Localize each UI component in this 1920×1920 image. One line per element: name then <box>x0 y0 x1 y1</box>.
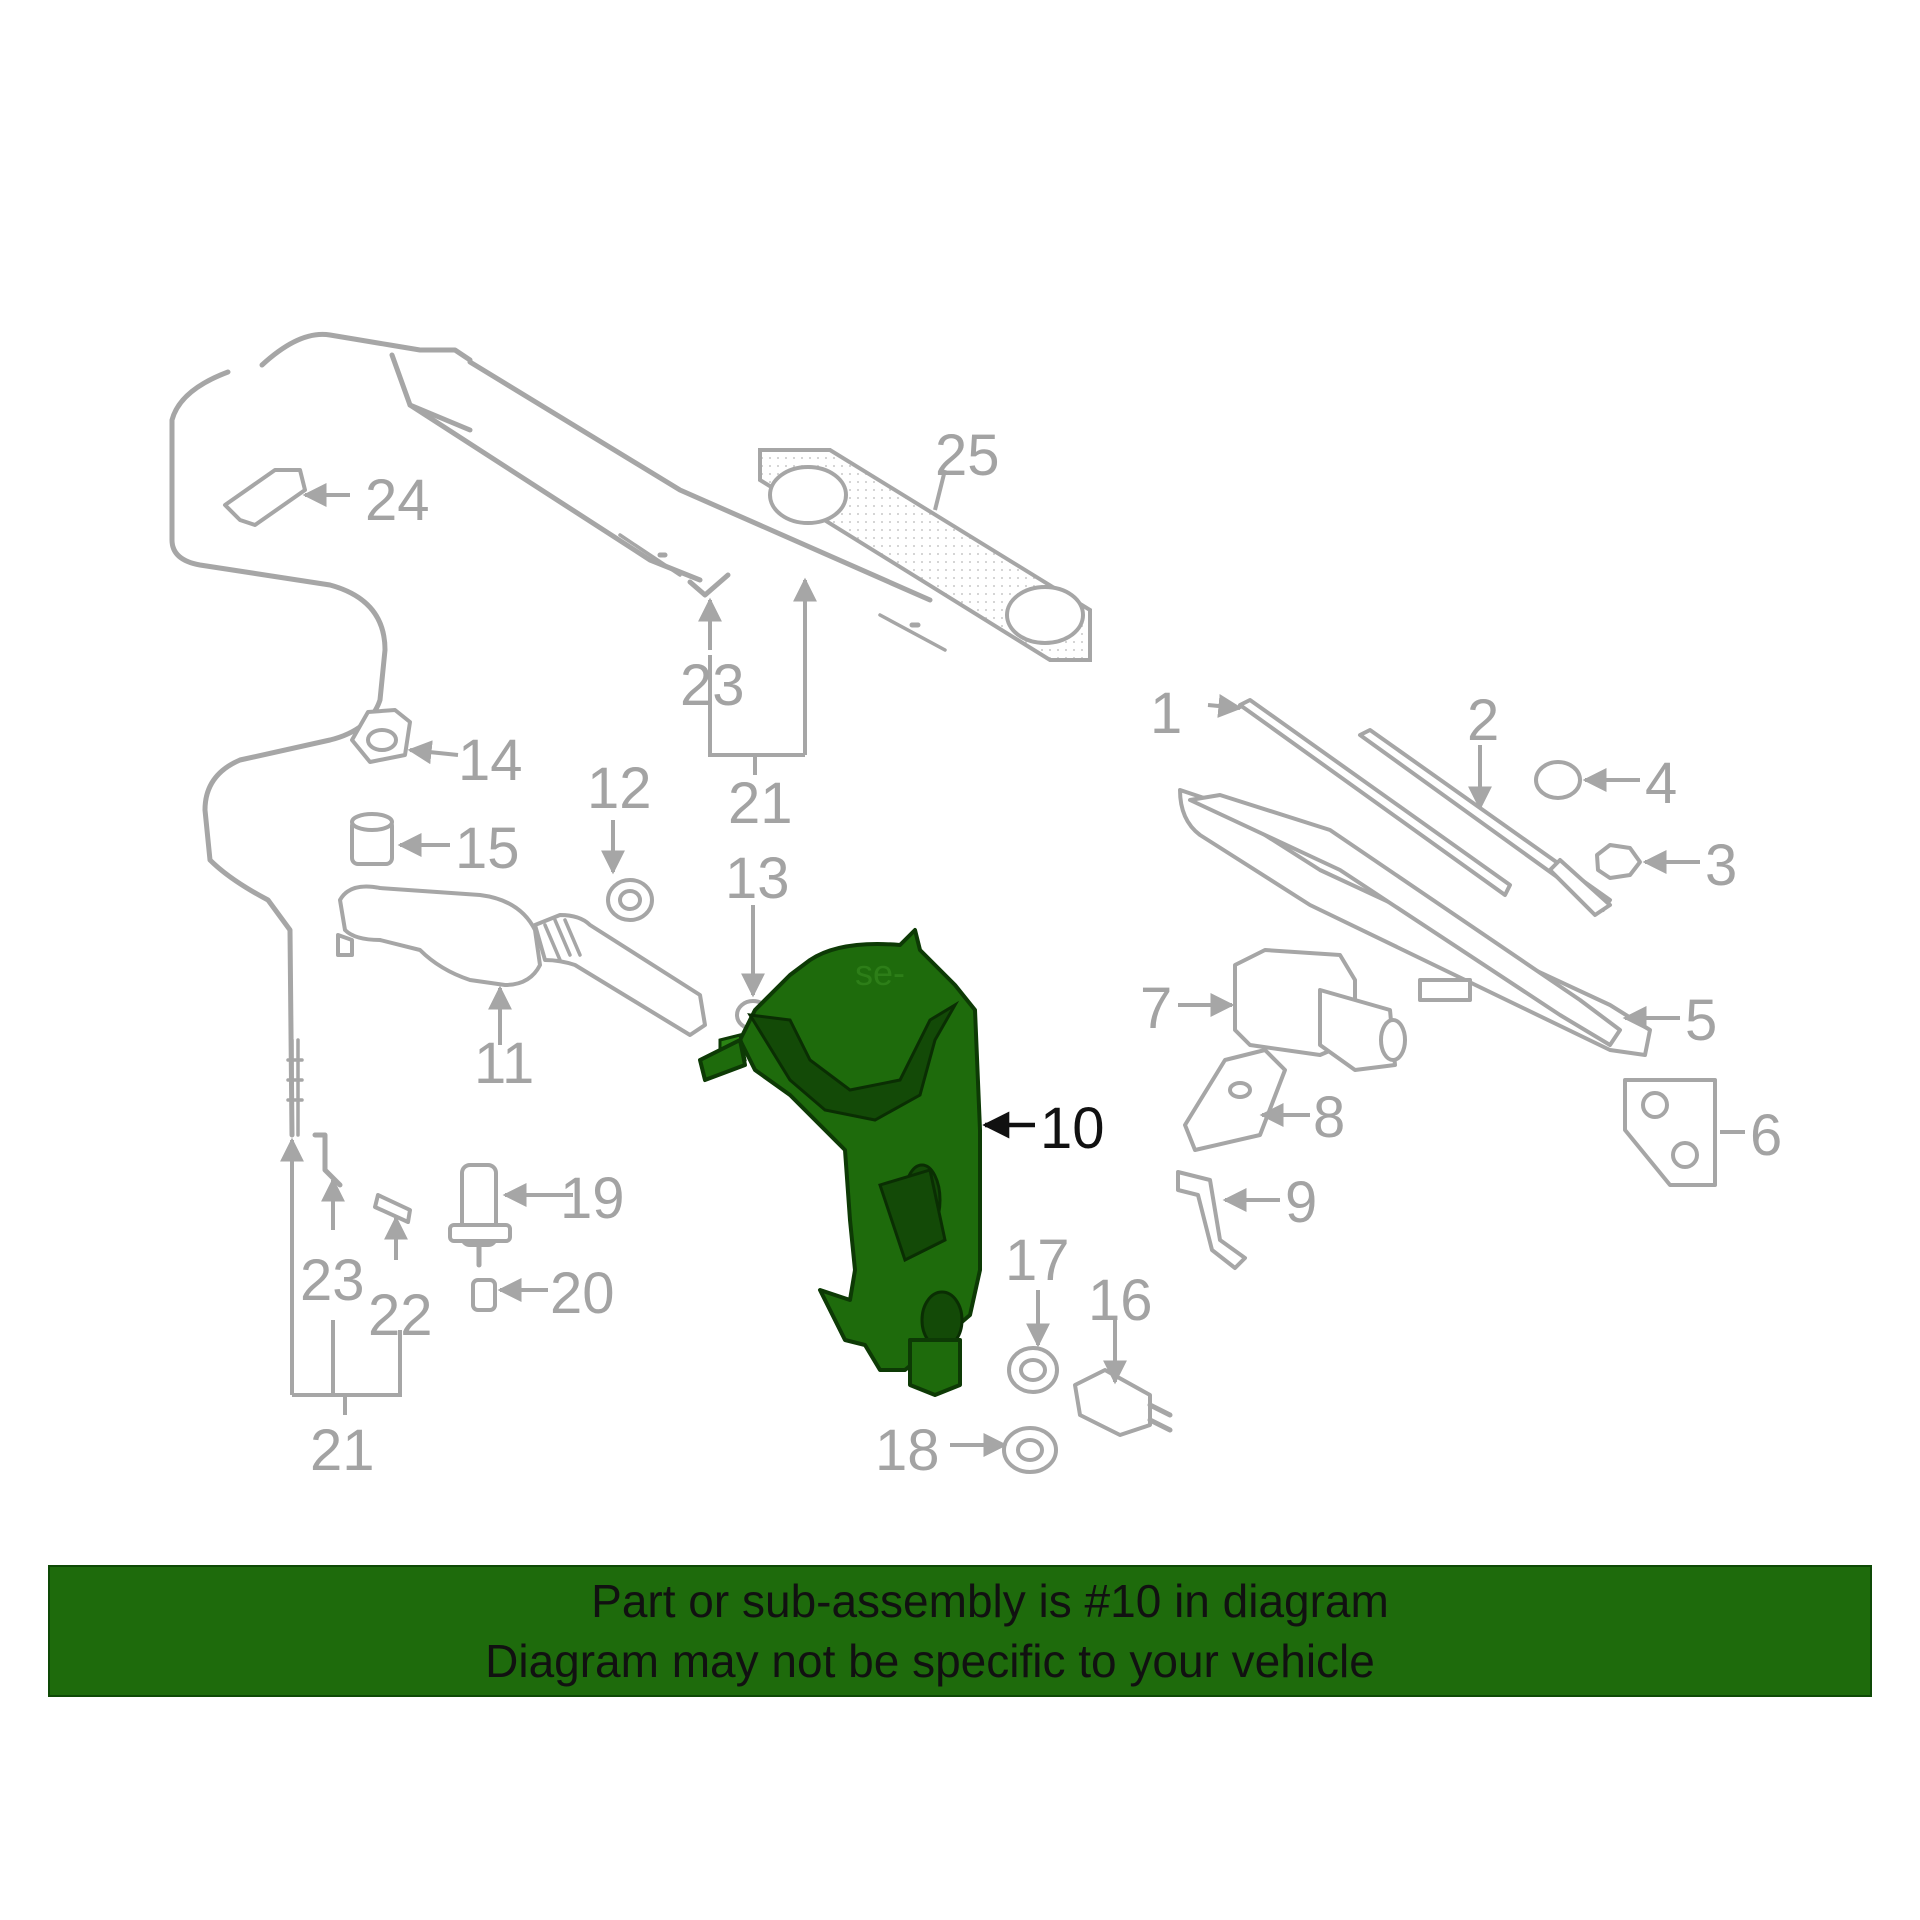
level-sensor-16 <box>1073 1368 1173 1437</box>
callout-2: 2 <box>1467 688 1499 753</box>
connector-22 <box>373 1193 412 1224</box>
leader-lines <box>280 469 1745 1457</box>
callout-6: 6 <box>1750 1103 1782 1168</box>
callout-3: 3 <box>1705 833 1737 898</box>
wiper-linkage-5 <box>1178 788 1652 1057</box>
info-banner: Part or sub-assembly is #10 in diagram D… <box>48 1565 1872 1697</box>
washer-reservoir-10[interactable]: se- <box>698 928 982 1397</box>
washer-arm-11 <box>336 884 707 1037</box>
callout-13: 13 <box>725 846 790 911</box>
bracket-6 <box>1623 1078 1717 1187</box>
clip-24 <box>223 468 307 527</box>
callout-4: 4 <box>1645 751 1677 816</box>
grommet-18 <box>1002 1426 1058 1474</box>
washer-hose <box>169 331 947 1138</box>
callout-17: 17 <box>1005 1228 1070 1293</box>
callout-23-top: 23 <box>680 653 745 718</box>
callout-14: 14 <box>458 728 523 793</box>
callout-11: 11 <box>474 1031 534 1096</box>
callout-19: 19 <box>560 1166 625 1231</box>
callout-23-bottom: 23 <box>300 1248 365 1313</box>
callout-5: 5 <box>1685 988 1717 1053</box>
callout-7: 7 <box>1140 976 1172 1041</box>
wiper-arm-1 <box>1238 698 1512 897</box>
connector-23-top <box>687 572 731 598</box>
callout-10: 10 <box>1040 1096 1105 1161</box>
insulation-pad <box>758 448 1092 662</box>
cap-14 <box>350 708 412 764</box>
grommet-12 <box>606 878 654 922</box>
watermark-text: se- <box>855 952 905 993</box>
bracket-8 <box>1183 1048 1287 1152</box>
grommet-20 <box>471 1278 497 1312</box>
grommet-17 <box>1007 1346 1059 1394</box>
callout-8: 8 <box>1313 1085 1345 1150</box>
callout-12: 12 <box>587 756 652 821</box>
bracket-9 <box>1176 1170 1247 1270</box>
callout-21-bottom: 21 <box>310 1418 375 1483</box>
pump-19 <box>448 1163 512 1268</box>
callout-15: 15 <box>455 816 520 881</box>
banner-line-1: Part or sub-assembly is #10 in diagram <box>591 1575 1389 1627</box>
filler-neck-15 <box>350 812 394 866</box>
callout-16: 16 <box>1088 1268 1153 1333</box>
callout-18: 18 <box>875 1418 940 1483</box>
callout-21-top: 21 <box>728 771 793 836</box>
callout-22: 22 <box>368 1283 433 1348</box>
wiper-blade-2 <box>1358 728 1612 917</box>
callout-25: 25 <box>935 423 1000 488</box>
callout-9: 9 <box>1285 1170 1317 1235</box>
callout-20: 20 <box>550 1261 615 1326</box>
callouts: 1 2 3 4 5 6 7 8 9 10 11 12 13 14 15 16 1… <box>300 423 1782 1483</box>
banner-line-2: Diagram may not be specific to your vehi… <box>485 1635 1375 1687</box>
wiper-motor-7 <box>1233 948 1407 1072</box>
connector-23-bottom <box>312 1132 343 1188</box>
callout-24: 24 <box>365 468 430 533</box>
callout-1: 1 <box>1150 681 1182 746</box>
cap-4 <box>1534 760 1582 800</box>
nut-3 <box>1595 843 1642 880</box>
